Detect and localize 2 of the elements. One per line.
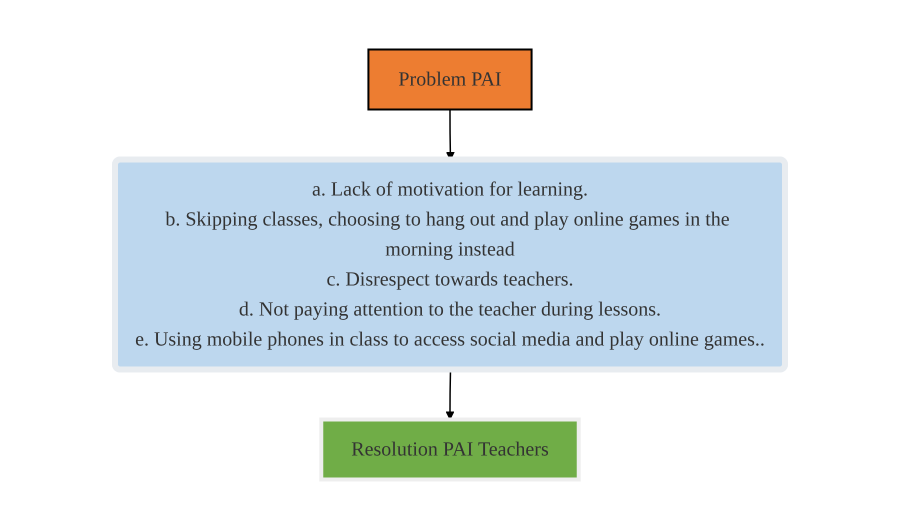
node-box: Resolution PAI Teachers [319, 418, 581, 482]
node-box: Problem PAI [367, 48, 533, 110]
